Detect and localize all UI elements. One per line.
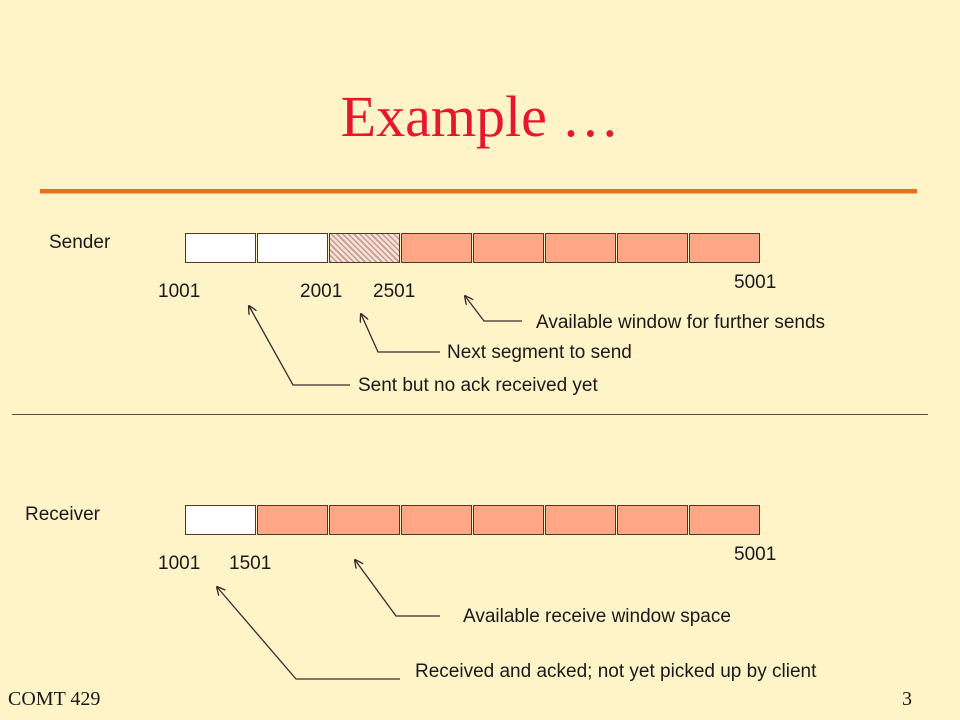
receiver-cell-6: [545, 505, 616, 535]
receiver-cell-4: [401, 505, 472, 535]
receiver-seq-1501: 1501: [229, 553, 272, 574]
receiver-cell-2: [257, 505, 328, 535]
sender-annotation-sent: Sent but no ack received yet: [358, 375, 598, 396]
receiver-label: Receiver: [25, 504, 100, 525]
sender-annotation-available: Available window for further sends: [536, 312, 826, 333]
sender-cell-8: [689, 233, 760, 263]
receiver-annotation-available: Available receive window space: [463, 606, 731, 627]
sender-cell-next-segment: [329, 233, 400, 263]
title-rule: [40, 189, 917, 194]
sender-label: Sender: [49, 232, 111, 253]
sender-cell-2: [257, 233, 328, 263]
sender-seq-2501: 2501: [373, 281, 416, 302]
receiver-seq-1001: 1001: [158, 553, 201, 574]
sender-seq-2001: 2001: [300, 281, 343, 302]
receiver-cell-3: [329, 505, 400, 535]
receiver-annotation-received: Received and acked; not yet picked up by…: [415, 661, 817, 682]
receiver-seq-5001: 5001: [734, 544, 777, 565]
sender-seq-1001: 1001: [158, 281, 201, 302]
receiver-cell-7: [617, 505, 688, 535]
footer-course: COMT 429: [8, 688, 101, 710]
arrow-receiver-received: [217, 587, 400, 680]
arrow-sender-sent: [249, 306, 350, 386]
slide-title: Example …: [340, 84, 620, 149]
sender-seq-5001: 5001: [734, 272, 777, 293]
sender-cell-1: [185, 233, 256, 263]
sender-annotation-next: Next segment to send: [447, 342, 632, 363]
section-divider: [12, 414, 928, 415]
arrow-receiver-available: [355, 560, 440, 617]
receiver-cell-1: [185, 505, 256, 535]
receiver-cell-8: [689, 505, 760, 535]
arrow-sender-available: [465, 296, 522, 322]
receiver-cell-5: [473, 505, 544, 535]
sender-cell-5: [473, 233, 544, 263]
sender-cell-4: [401, 233, 472, 263]
sender-cell-7: [617, 233, 688, 263]
sender-cell-6: [545, 233, 616, 263]
arrow-sender-next: [361, 314, 440, 353]
footer-page-number: 3: [902, 688, 912, 710]
